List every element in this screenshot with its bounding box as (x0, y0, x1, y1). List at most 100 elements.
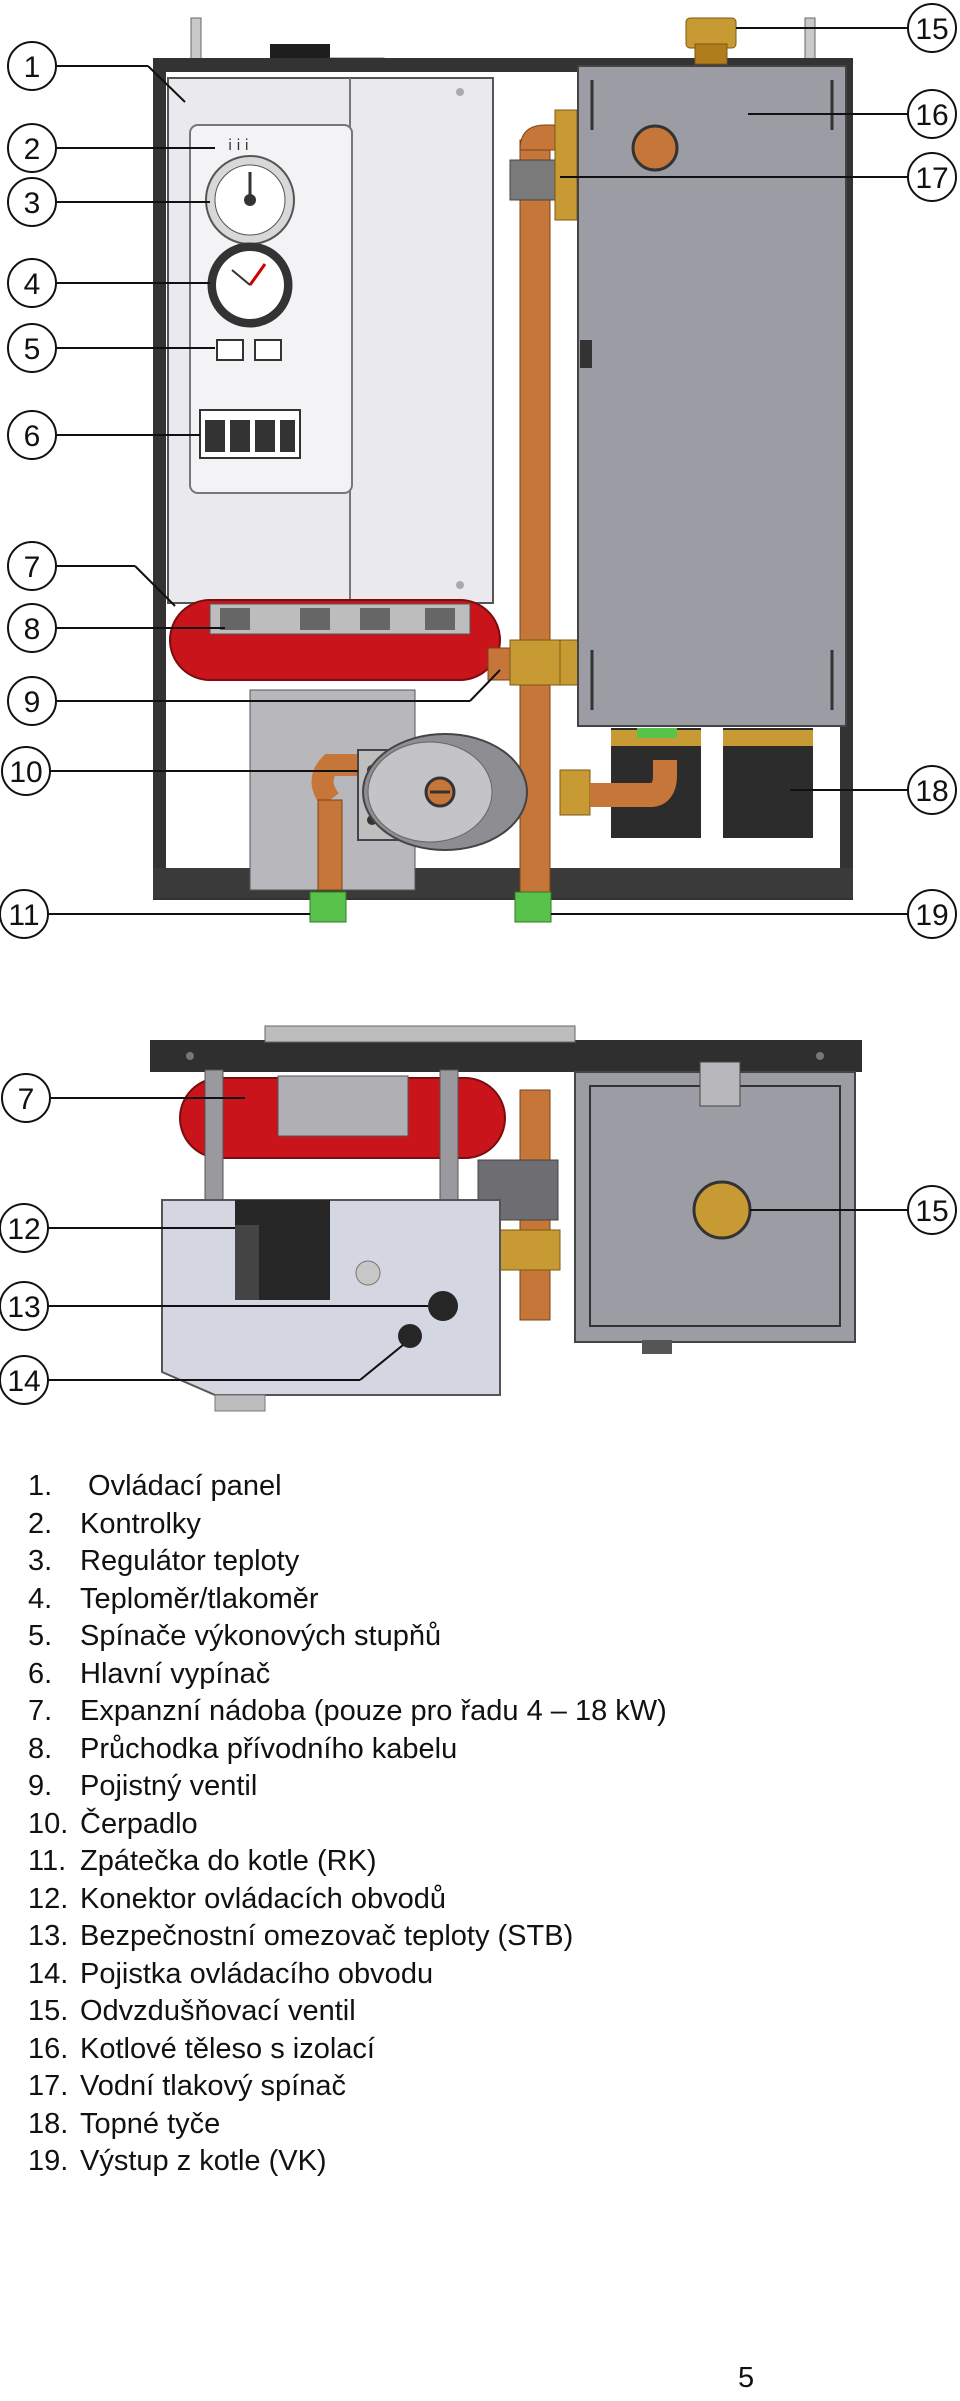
water-pressure-switch (509, 159, 561, 201)
legend-text: Pojistný ventil (80, 1770, 258, 1802)
callout-19: 19 (551, 889, 957, 939)
callout-5: 5 (7, 323, 215, 373)
legend-item: 19. Výstup z kotle (VK) (28, 2143, 667, 2181)
callout-3: 3 (7, 177, 210, 227)
legend-number: 1. (28, 1470, 53, 1502)
tank-port (631, 124, 679, 172)
svg-text:7: 7 (24, 551, 41, 584)
boiler-tank (577, 65, 847, 727)
top-pipe-left (190, 17, 202, 61)
top-pipe-right (804, 17, 816, 61)
legend-item: 14. Pojistka ovládacího obvodu (28, 1956, 667, 1994)
callout-16: 16 (748, 89, 957, 139)
legend-text: Teploměr/tlakoměr (80, 1582, 319, 1615)
legend-number: 16. (28, 2032, 69, 2065)
callout-7: 7 (7, 541, 176, 607)
legend-text: Zpátečka do kotle (RK) (80, 1845, 377, 1877)
svg-text:1: 1 (24, 51, 41, 84)
parts-legend: 1. Ovládací panel 2.Kontrolky 3.Reguláto… (28, 1468, 667, 2181)
svg-text:19: 19 (915, 899, 948, 932)
callout-6: 6 (7, 410, 200, 460)
legend-number: 13. (28, 1920, 69, 1952)
legend-number: 17. (28, 2070, 69, 2102)
callout-8: 8 (7, 603, 225, 653)
return-port (309, 891, 347, 923)
svg-text:13: 13 (7, 1291, 40, 1324)
legend-item: 16. Kotlové těleso s izolací (28, 2031, 667, 2069)
legend-item: 3.Regulátor teploty (28, 1543, 667, 1581)
main-switch (199, 409, 301, 459)
svg-text:18: 18 (915, 775, 948, 808)
legend-text: Spínače výkonových stupňů (80, 1620, 442, 1652)
legend-item: 7.Expanzní nádoba (pouze pro řadu 4 – 18… (28, 1693, 667, 1731)
svg-text:10: 10 (9, 756, 42, 789)
callout-18: 18 (790, 765, 957, 815)
legend-number: 14. (28, 1957, 69, 1990)
legend-text: Průchodka přívodního kabelu (80, 1732, 458, 1765)
legend-number: 11. (28, 1845, 67, 1877)
svg-text:17: 17 (915, 162, 948, 195)
legend-number: 19. (28, 2145, 69, 2177)
legend-text: Vodní tlakový spínač (80, 2070, 346, 2102)
svg-text:8: 8 (24, 613, 41, 646)
svg-text:11: 11 (8, 899, 39, 932)
legend-number: 15. (28, 1995, 69, 2027)
legend-item: 15.Odvzdušňovací ventil (28, 1993, 667, 2031)
callout-4: 4 (7, 258, 210, 308)
legend-number: 9. (28, 1770, 53, 1802)
legend-number: 5. (28, 1620, 53, 1652)
temperature-regulator-dial (205, 155, 295, 245)
svg-text:ⅰ ⅰ ⅰ: ⅰ ⅰ ⅰ (228, 137, 249, 154)
legend-number: 2. (28, 1507, 53, 1540)
indicator-lamps: ⅰ ⅰ ⅰ (228, 137, 249, 154)
legend-item: 8. Průchodka přívodního kabelu (28, 1731, 667, 1769)
callout-17: 17 (560, 152, 957, 202)
legend-item: 6.Hlavní vypínač (28, 1656, 667, 1694)
power-stage-switches (216, 339, 282, 361)
legend-text: Kotlové těleso s izolací (80, 2032, 375, 2065)
callout-top-14: 14 (0, 1344, 404, 1405)
brass-fitting-mid (509, 639, 566, 686)
air-vent-valve (685, 17, 737, 65)
legend-text: Výstup z kotle (VK) (80, 2145, 327, 2177)
top-plate (150, 1040, 862, 1072)
boiler-front-view-diagram: ⅰ ⅰ ⅰ (0, 3, 957, 939)
legend-number: 8. (28, 1732, 53, 1765)
svg-text:15: 15 (915, 1195, 948, 1228)
legend-text: Ovládací panel (80, 1470, 282, 1502)
legend-text: Čerpadlo (80, 1807, 198, 1840)
legend-number: 10. (28, 1807, 69, 1840)
copper-pipe-vertical (519, 139, 551, 901)
legend-item: 5. Spínače výkonových stupňů (28, 1618, 667, 1656)
svg-text:2: 2 (24, 133, 41, 166)
callout-top-13: 13 (0, 1281, 428, 1331)
outlet-port (514, 891, 552, 923)
svg-text:7: 7 (18, 1083, 35, 1116)
legend-text: Bezpečnostní omezovač teploty (STB) (80, 1920, 574, 1952)
legend-text: Expanzní nádoba (pouze pro řadu 4 – 18 k… (80, 1695, 667, 1727)
svg-text:12: 12 (7, 1213, 40, 1246)
boiler-top-view-diagram: 7 12 13 14 15 (0, 1025, 957, 1412)
callout-1: 1 (7, 41, 186, 103)
legend-text: Regulátor teploty (80, 1545, 300, 1577)
legend-number: 4. (28, 1582, 53, 1615)
legend-item: 4. Teploměr/tlakoměr (28, 1581, 667, 1619)
legend-item: 2.Kontrolky (28, 1506, 667, 1544)
svg-text:9: 9 (24, 686, 41, 719)
svg-text:5: 5 (24, 333, 41, 366)
callout-top-7: 7 (1, 1073, 245, 1123)
thermo-manometer-gauge (207, 242, 293, 328)
callout-9: 9 (7, 669, 501, 726)
callout-15: 15 (736, 3, 957, 53)
svg-text:16: 16 (915, 99, 948, 132)
legend-item: 17. Vodní tlakový spínač (28, 2068, 667, 2106)
svg-text:6: 6 (24, 420, 41, 453)
legend-item: 11. Zpátečka do kotle (RK) (28, 1843, 667, 1881)
legend-item: 13. Bezpečnostní omezovač teploty (STB) (28, 1918, 667, 1956)
callout-11: 11 (0, 889, 310, 939)
legend-text: Pojistka ovládacího obvodu (80, 1957, 434, 1990)
page-number: 5 (738, 2362, 755, 2394)
legend-text: Topné tyče (80, 2107, 221, 2140)
legend-item: 10. Čerpadlo (28, 1806, 667, 1844)
svg-text:15: 15 (915, 13, 948, 46)
